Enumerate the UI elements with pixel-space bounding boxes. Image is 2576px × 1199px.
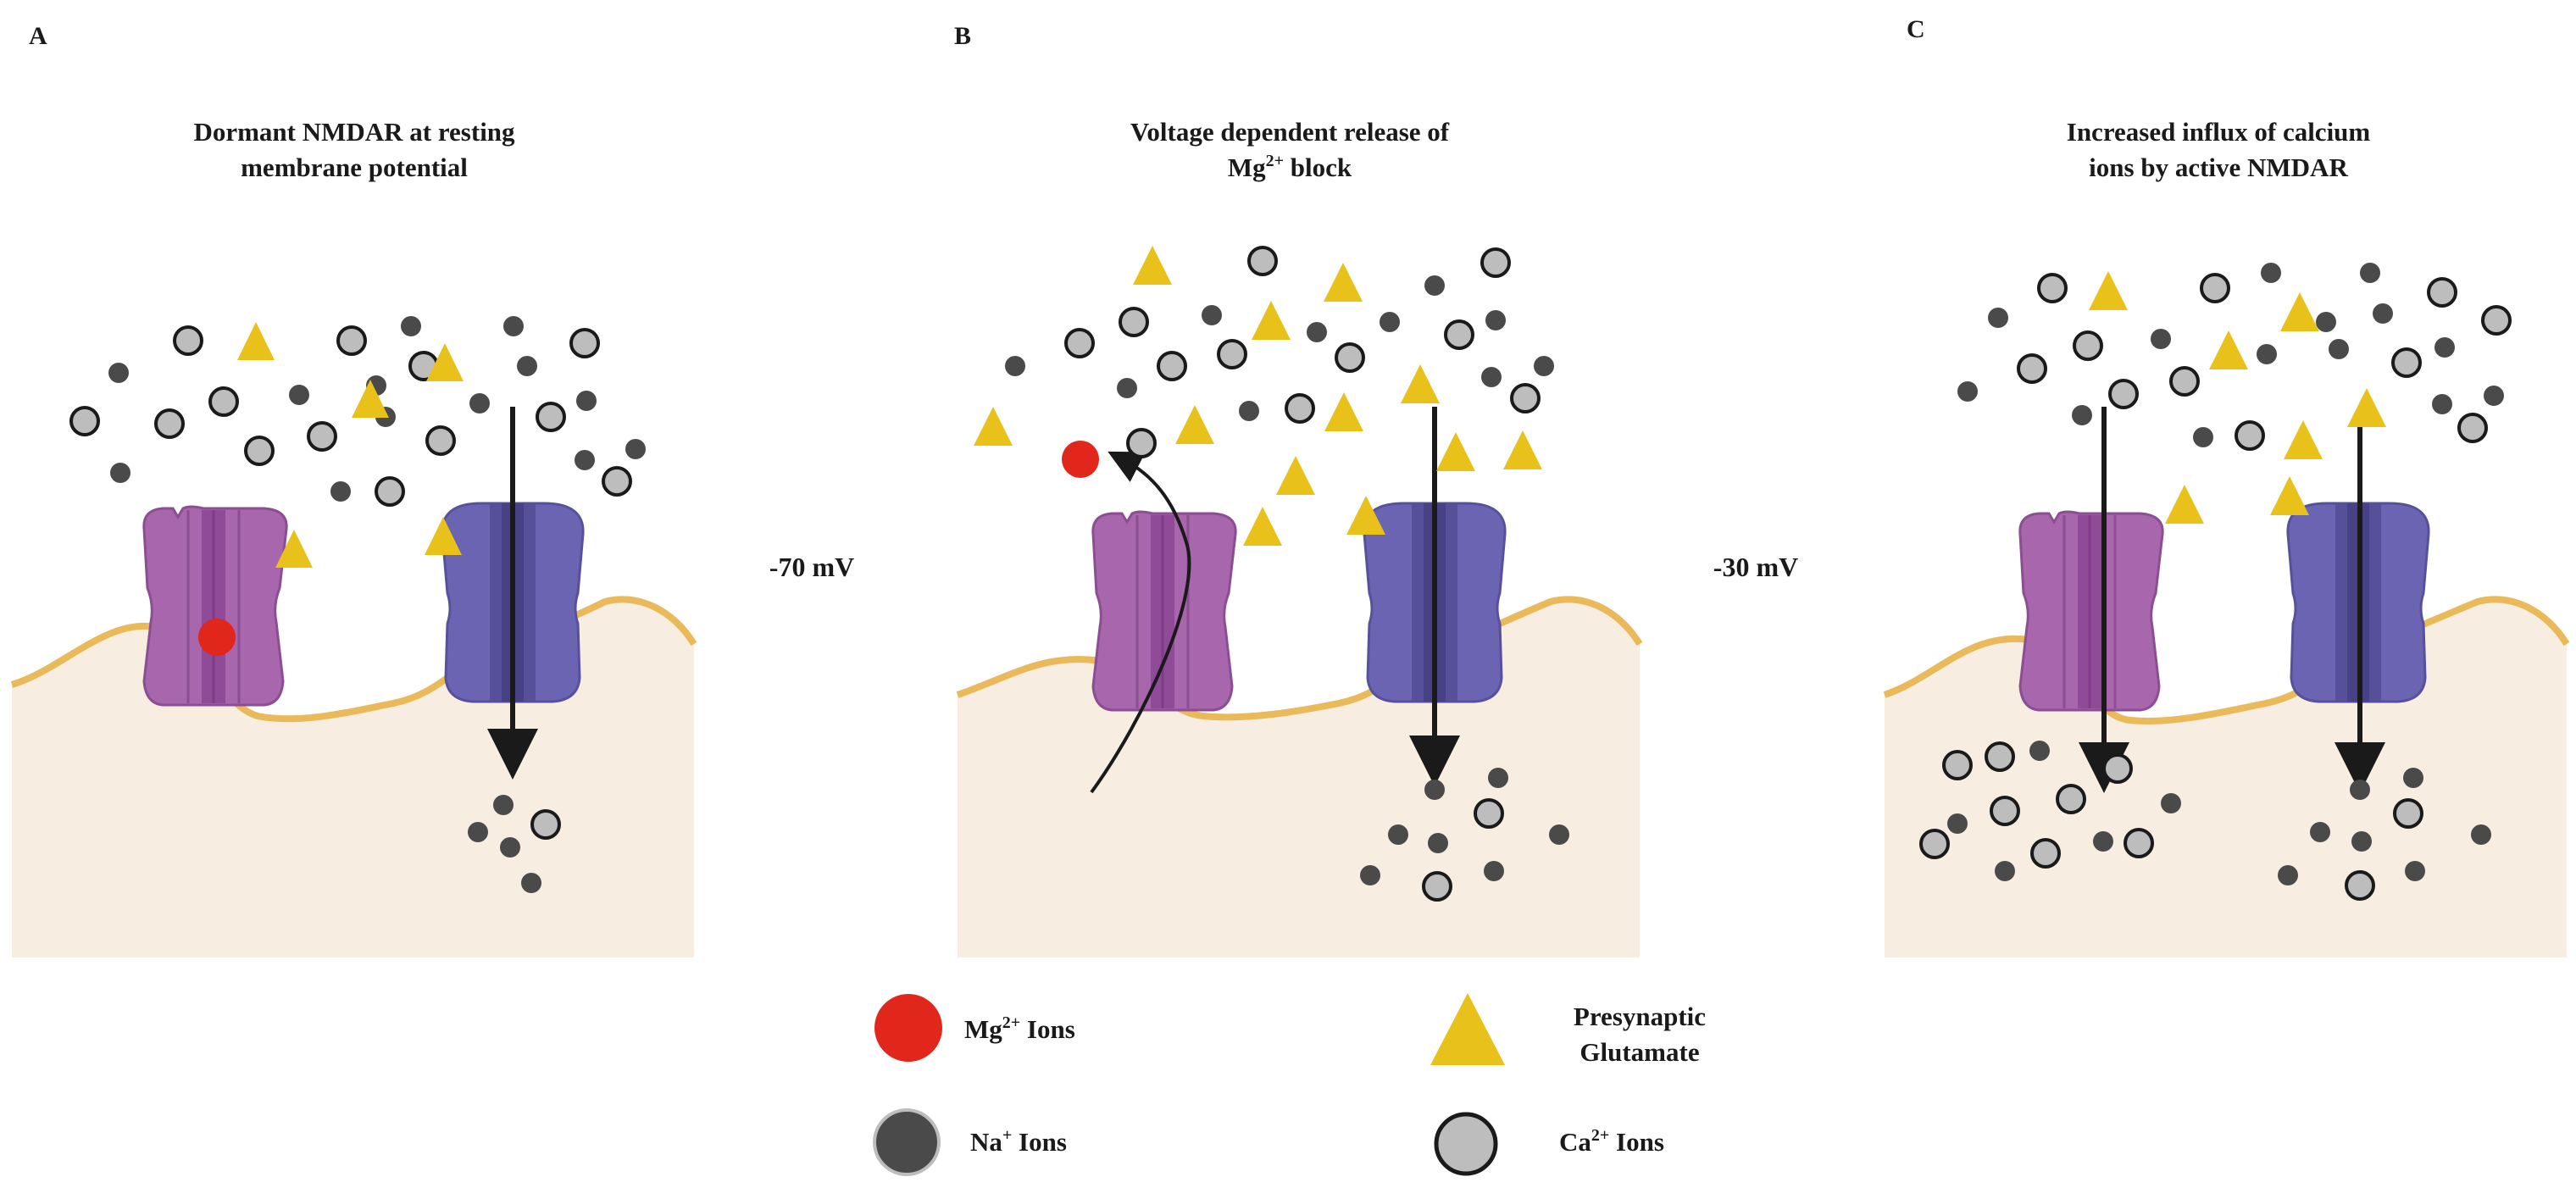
panel-c-title-line1: Increased influx of calcium [2067,117,2371,147]
panel-b: B Voltage dependent release of Mg2+ bloc… [954,22,1643,958]
panel-b-title-line1: Voltage dependent release of [1130,117,1450,147]
legend-item-ca: Ca2+ Ions [1434,1112,1664,1176]
ca-ion-swatch [1434,1112,1498,1176]
mg-ion-swatch [874,994,942,1062]
voltage-label-b: -30 mV [1713,552,1798,582]
legend-label-glutamate-line2: Glutamate [1579,1037,1699,1067]
panel-a-cell [10,596,697,958]
mg-release-arrow [1090,451,1191,794]
voltage-label-a: -70 mV [769,552,854,582]
nmdar-receptor-b [1091,510,1237,712]
legend: Mg2+ Ions Na+ Ions Presynaptic Glutamate… [873,993,1706,1176]
panel-c: C Increased influx of calcium ions by ac… [1883,15,2570,958]
panel-c-title-line2: ions by active NMDAR [2089,153,2348,182]
panel-b-cell [956,596,1643,958]
panel-a-title-line2: membrane potential [241,153,468,182]
panel-a-letter: A [29,22,47,50]
panel-a-title-line1: Dormant NMDAR at resting [193,117,515,147]
panel-c-cell [1883,596,2570,958]
extracellular-ions-b [974,246,1554,546]
panel-a: A Dormant NMDAR at resting membrane pote… [10,22,697,958]
na-ion-swatch [873,1108,941,1176]
legend-label-ca: Ca2+ Ions [1559,1126,1664,1157]
legend-label-na: Na+ Ions [970,1126,1067,1157]
legend-label-mg: Mg2+ Ions [964,1013,1075,1044]
glutamate-swatch [1430,993,1505,1065]
legend-item-na: Na+ Ions [873,1108,1067,1176]
extracellular-ions-c [1957,263,2512,524]
panel-c-letter: C [1907,15,1925,43]
mg-ion-released [1062,441,1099,478]
nmdar-receptor-a [142,505,288,707]
panel-b-letter: B [954,22,971,50]
nmdar-receptor-c [2018,510,2164,712]
legend-item-glutamate: Presynaptic Glutamate [1430,993,1706,1067]
intracellular-ions-b [1360,768,1569,902]
intracellular-ions-c [1919,741,2491,901]
panel-b-title-line2: Mg2+ block [1228,152,1352,182]
legend-label-glutamate-line1: Presynaptic [1574,1002,1706,1031]
extracellular-ions-a [69,316,646,568]
legend-item-mg: Mg2+ Ions [874,994,1075,1062]
intracellular-ions-a [468,795,561,893]
mg-ion-blocking [198,619,236,656]
